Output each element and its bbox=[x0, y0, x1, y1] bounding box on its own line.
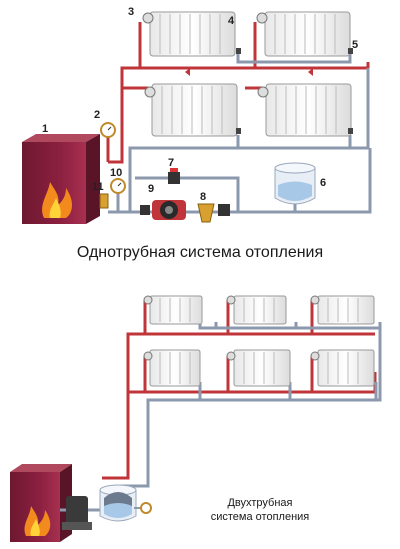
label-11: 11 bbox=[92, 181, 104, 193]
label-7: 7 bbox=[168, 157, 174, 169]
label-6: 6 bbox=[320, 177, 326, 189]
radiator bbox=[233, 349, 291, 387]
radiator bbox=[233, 295, 287, 325]
two-pipe-title-line1: Двухтрубная bbox=[227, 497, 293, 509]
filter-icon bbox=[197, 203, 230, 223]
supply-pipes bbox=[108, 22, 370, 164]
pump-icon bbox=[140, 200, 186, 220]
radiator bbox=[317, 349, 375, 387]
label-8: 8 bbox=[200, 191, 206, 203]
radiator bbox=[149, 349, 201, 387]
one-pipe-title: Однотрубная система отопления bbox=[76, 244, 324, 261]
pump-icon bbox=[60, 496, 104, 530]
expansion-tank bbox=[99, 484, 137, 522]
flow-arrows bbox=[185, 68, 313, 76]
valve-head-icon bbox=[143, 295, 320, 361]
radiator bbox=[151, 83, 238, 137]
manometer-icon bbox=[100, 122, 116, 162]
radiator bbox=[317, 295, 375, 325]
manometer-icon bbox=[110, 178, 126, 212]
safety-valve-icon bbox=[99, 193, 109, 209]
radiator bbox=[149, 11, 236, 57]
radiator bbox=[264, 11, 351, 57]
ball-valve-icon bbox=[168, 168, 180, 184]
label-2: 2 bbox=[94, 109, 100, 121]
manometer-icon bbox=[134, 502, 152, 514]
label-4: 4 bbox=[228, 15, 235, 27]
valve-head-icon bbox=[142, 12, 269, 98]
radiator bbox=[265, 83, 352, 137]
two-pipe-system bbox=[10, 295, 382, 542]
radiator bbox=[149, 295, 203, 325]
flame-icon bbox=[24, 506, 51, 536]
two-pipe-title: Двухтрубная система отопления bbox=[150, 496, 370, 524]
label-3: 3 bbox=[128, 6, 134, 18]
boiler bbox=[22, 134, 100, 224]
label-10: 10 bbox=[110, 167, 122, 179]
flame-icon bbox=[42, 182, 72, 218]
label-9: 9 bbox=[148, 183, 154, 195]
one-pipe-system: 1 2 3 4 5 6 7 8 9 10 11 bbox=[22, 6, 372, 224]
expansion-tank bbox=[274, 162, 316, 212]
two-pipe-title-line2: система отопления bbox=[210, 511, 310, 523]
label-1: 1 bbox=[42, 123, 48, 135]
air-vent-icon bbox=[236, 48, 353, 134]
return-pipes bbox=[120, 322, 382, 488]
boiler bbox=[10, 464, 72, 542]
label-5: 5 bbox=[352, 39, 358, 51]
